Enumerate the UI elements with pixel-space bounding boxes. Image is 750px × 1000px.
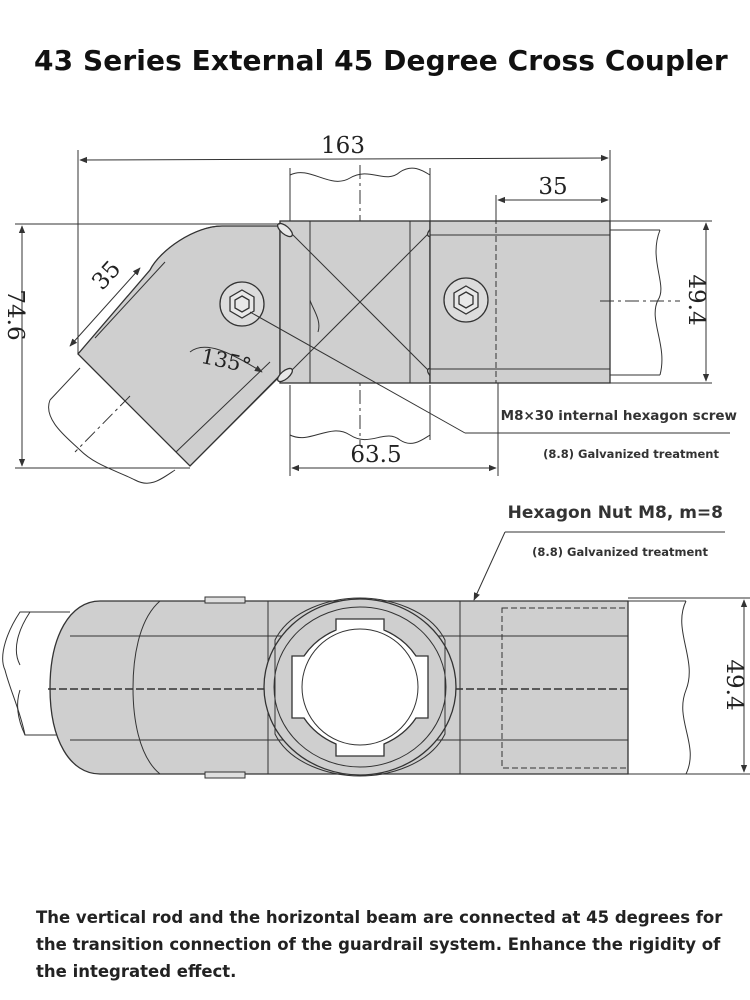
- description-text: The vertical rod and the horizontal beam…: [36, 908, 723, 981]
- screw-treatment: (8.8) Galvanized treatment: [543, 447, 719, 461]
- horizontal-pipe-phantom: [600, 229, 680, 376]
- spline-bore: [291, 618, 429, 757]
- page-title: 43 Series External 45 Degree Cross Coupl…: [34, 44, 728, 77]
- screw-leader-line: [249, 311, 730, 434]
- dim-tube-diameter-top: 49.4: [683, 274, 709, 325]
- nut-label: Hexagon Nut M8, m=8: [508, 503, 723, 523]
- center-body: [276, 220, 444, 384]
- dimension-lines-top: [15, 150, 712, 476]
- angled-pipe-phantom: [48, 367, 176, 484]
- vertical-pipe-phantom: [289, 165, 431, 445]
- dimension-lines-side: [628, 597, 750, 775]
- dim-center-width: 63.5: [350, 442, 401, 468]
- side-left-pipe-phantom: [2, 611, 70, 736]
- hex-screw-head-right: [443, 277, 489, 323]
- dim-height: 74.6: [2, 289, 28, 340]
- dim-arm-length: 35: [538, 174, 567, 200]
- top-view: [15, 150, 730, 484]
- screw-label: M8×30 internal hexagon screw: [501, 408, 737, 424]
- side-right-pipe-phantom: [628, 600, 691, 775]
- dim-tube-diameter-side: 49.4: [721, 659, 747, 710]
- nut-treatment: (8.8) Galvanized treatment: [532, 545, 708, 559]
- side-view: [2, 531, 750, 779]
- hex-screw-head-left: [219, 281, 265, 327]
- nut-leader-line: [473, 531, 725, 601]
- dim-overall-width: 163: [321, 133, 365, 159]
